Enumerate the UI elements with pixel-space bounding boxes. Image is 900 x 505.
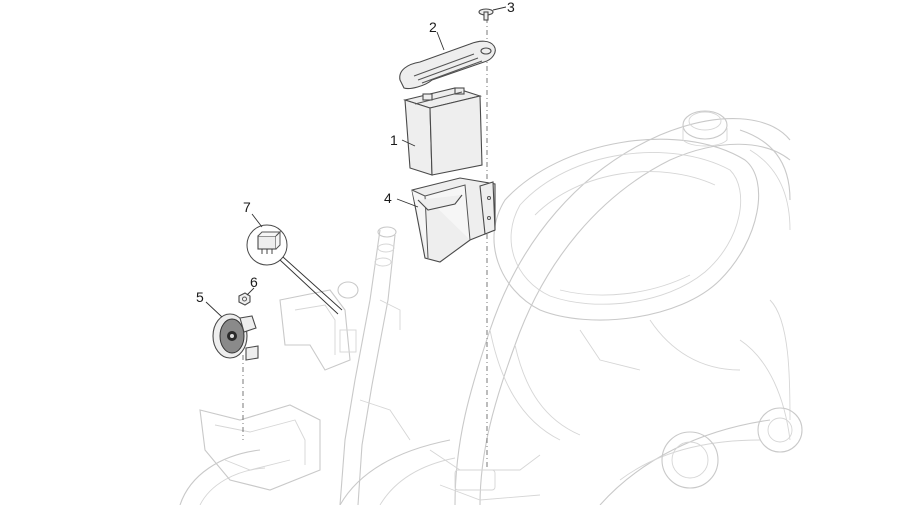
- callout-4: 4: [384, 190, 392, 206]
- relay-part: [246, 224, 343, 315]
- callout-7: 7: [243, 199, 251, 215]
- battery-part: [402, 87, 483, 176]
- callout-1: 1: [390, 132, 398, 148]
- callout-6: 6: [250, 274, 258, 290]
- scooter-body-outline: [179, 110, 803, 505]
- callout-2: 2: [429, 19, 437, 35]
- callout-leaders: [205, 6, 507, 318]
- nut-part: [238, 292, 251, 306]
- battery-strap-part: [399, 40, 496, 90]
- assembly-centerlines: [242, 18, 488, 470]
- callout-3: 3: [507, 0, 515, 15]
- callout-5: 5: [196, 289, 204, 305]
- horn-part: [212, 313, 259, 361]
- battery-box-part: [411, 177, 496, 263]
- steering-column-frame: [199, 226, 411, 505]
- callout-labels: 1 2 3 4 5 6 7: [196, 0, 515, 305]
- screw-part: [478, 8, 494, 21]
